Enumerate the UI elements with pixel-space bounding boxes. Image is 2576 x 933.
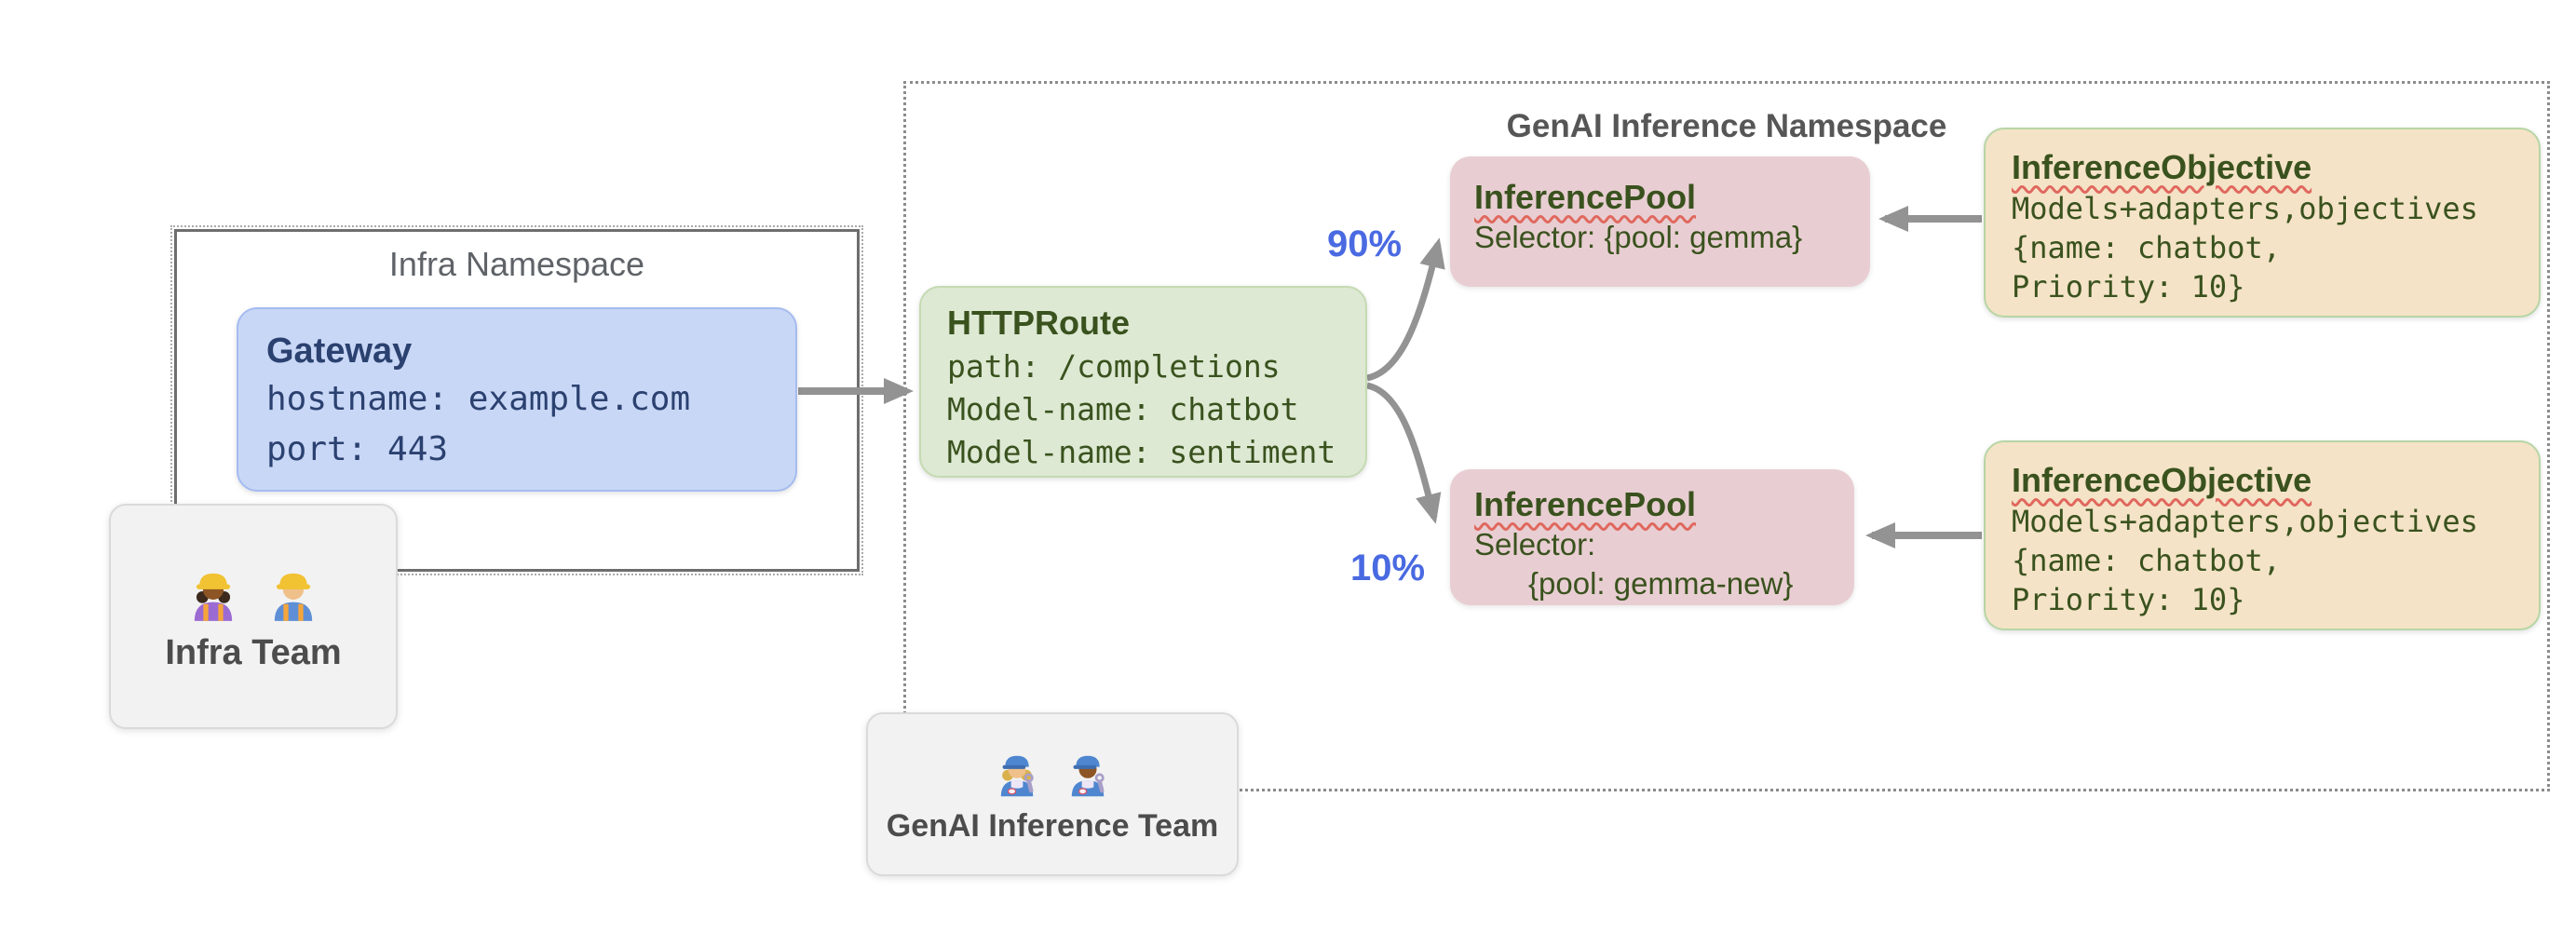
infra-team-icons	[182, 561, 325, 624]
inference-pool-gemma-selector: Selector: {pool: gemma}	[1474, 220, 1803, 254]
gateway-box: Gateway hostname: example.com port: 443	[237, 307, 797, 492]
inference-objective-1-box: InferenceObjective Models+adapters,objec…	[1984, 128, 2541, 318]
inference-objective-2-box: InferenceObjective Models+adapters,objec…	[1984, 440, 2541, 630]
inference-objective-2-name: {name: chatbot,	[2012, 543, 2281, 578]
infra-namespace-box: Infra Namespace	[170, 225, 863, 575]
inference-objective-2-models: Models+adapters,objectives	[2012, 504, 2478, 539]
infra-namespace-title: Infra Namespace	[388, 245, 645, 283]
traffic-split-90-label: 90%	[1326, 223, 1403, 264]
genai-inference-team-label: GenAI Inference Team	[886, 807, 1219, 844]
woman-construction-worker-icon	[194, 573, 233, 621]
httproute-path: path: /completions	[947, 348, 1281, 385]
genai-team-icons	[990, 745, 1115, 799]
httproute-title: HTTPRoute	[947, 304, 1130, 342]
inference-objective-1-priority: Priority: 10}	[2012, 269, 2245, 304]
inference-objective-2-priority: Priority: 10}	[2012, 582, 2245, 617]
man-construction-worker-icon	[274, 573, 313, 621]
inference-pool-gemma-title: InferencePool	[1474, 178, 1697, 216]
woman-mechanic-icon	[1000, 755, 1034, 796]
inference-pool-gemma-box: InferencePool Selector: {pool: gemma}	[1450, 156, 1870, 287]
genai-inference-namespace-title: GenAI Inference Namespace	[1506, 108, 1947, 144]
httproute-model-sentiment: Model-name: sentiment	[947, 434, 1336, 470]
genai-inference-team-box: GenAI Inference Team	[866, 712, 1239, 876]
gateway-title: Gateway	[266, 331, 413, 371]
gateway-hostname: hostname: example.com	[266, 380, 691, 418]
httproute-box: HTTPRoute path: /completions Model-name:…	[919, 286, 1367, 478]
inference-objective-1-title: InferenceObjective	[2012, 148, 2312, 186]
traffic-split-10-label: 10%	[1349, 548, 1426, 588]
inference-pool-gemma-new-box: InferencePool Selector: {pool: gemma-new…	[1450, 469, 1854, 605]
inference-pool-gemma-new-selector-value: {pool: gemma-new}	[1528, 566, 1794, 601]
gateway-port: port: 443	[266, 430, 449, 468]
infra-team-box: Infra Team	[109, 504, 398, 729]
inference-pool-gemma-new-selector: Selector:	[1474, 527, 1596, 561]
genai-inference-namespace-box: GenAI Inference Namespace	[903, 81, 2550, 791]
inference-objective-2-title: InferenceObjective	[2012, 461, 2312, 499]
man-mechanic-icon	[1071, 755, 1105, 796]
infra-team-label: Infra Team	[165, 632, 342, 672]
httproute-model-chatbot: Model-name: chatbot	[947, 391, 1299, 427]
inference-objective-1-models: Models+adapters,objectives	[2012, 191, 2478, 226]
inference-pool-gemma-new-title: InferencePool	[1474, 485, 1697, 523]
inference-objective-1-name: {name: chatbot,	[2012, 230, 2281, 265]
